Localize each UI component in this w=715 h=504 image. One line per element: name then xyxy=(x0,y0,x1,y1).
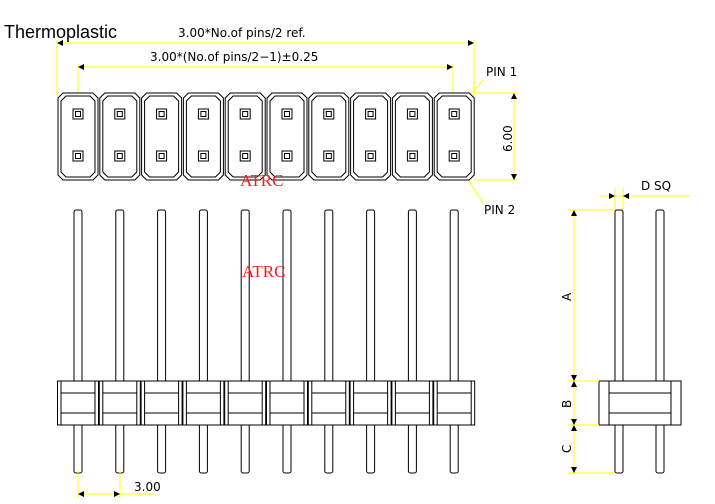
housing-body xyxy=(391,380,434,426)
housing-inner xyxy=(144,95,180,178)
front-housing-segment xyxy=(140,380,183,426)
pin1-label: PIN 1 xyxy=(486,65,517,79)
pin-square-inner xyxy=(116,111,123,117)
front-housing-segment xyxy=(182,380,225,426)
front-pin xyxy=(449,209,459,474)
front-housing-segment xyxy=(349,380,392,426)
pin-square-inner xyxy=(158,111,165,117)
side-a-label: A xyxy=(560,292,574,301)
side-d-label: D SQ xyxy=(641,179,671,193)
housing-inner xyxy=(185,95,221,178)
housing-body xyxy=(98,380,141,426)
front-pin xyxy=(240,209,250,474)
top-housing-segment xyxy=(266,92,308,181)
side-pin-left xyxy=(614,209,624,474)
pin-square-inner xyxy=(325,111,332,117)
housing-inner xyxy=(102,95,138,178)
top-housing-segment xyxy=(57,92,99,181)
side-pin-right xyxy=(655,209,665,474)
front-pin xyxy=(73,209,83,474)
side-view xyxy=(598,209,682,474)
top-housing-segment xyxy=(350,92,392,181)
housing-inner xyxy=(311,95,347,178)
front-housing-segment xyxy=(98,380,141,426)
pin-square-inner xyxy=(242,153,249,159)
pin-square-inner xyxy=(409,153,416,159)
pin-square-inner xyxy=(325,153,332,159)
housing-body xyxy=(182,380,225,426)
front-pin xyxy=(115,209,125,474)
front-pitch-label: 3.00 xyxy=(134,480,161,494)
housing-body xyxy=(140,380,183,426)
front-pitch-arrowheads xyxy=(78,491,120,497)
pin-square-inner xyxy=(409,111,416,117)
housing-body xyxy=(307,380,350,426)
top-housing-segment xyxy=(99,92,141,181)
side-arrowheads xyxy=(571,193,629,473)
housing-inner xyxy=(60,95,96,178)
housing-inner xyxy=(353,95,389,178)
top-housing-segment xyxy=(433,92,475,181)
pin-square-inner xyxy=(158,153,165,159)
top-housing-segment xyxy=(308,92,350,181)
pin2-label: PIN 2 xyxy=(484,203,515,217)
height-label: 6.00 xyxy=(501,125,515,152)
pin-square-inner xyxy=(242,111,249,117)
pin-square-inner xyxy=(451,111,458,117)
top-view xyxy=(57,92,475,181)
top-view-arrowheads xyxy=(57,40,517,180)
top-housing-segment xyxy=(391,92,433,181)
pin-square-inner xyxy=(367,153,374,159)
front-housing-segment xyxy=(391,380,434,426)
front-housing-segment xyxy=(433,380,476,426)
front-housing-segment xyxy=(307,380,350,426)
side-c-label: C xyxy=(560,445,574,453)
housing-body xyxy=(349,380,392,426)
housing-body xyxy=(433,380,476,426)
pitch-total-label: 3.00*(No.of pins/2−1)±0.25 xyxy=(150,50,318,64)
housing-inner xyxy=(394,95,430,178)
housing-inner xyxy=(436,95,472,178)
front-pin xyxy=(407,209,417,474)
pin-square-inner xyxy=(284,153,290,159)
top-housing-segment xyxy=(182,92,224,181)
top-housing-segment xyxy=(224,92,266,181)
front-housing-segment xyxy=(224,380,267,426)
front-view xyxy=(57,209,476,474)
watermark-front: ATRC xyxy=(242,262,285,281)
side-housing xyxy=(598,380,682,426)
watermark-top: ATRC xyxy=(240,171,283,190)
housing-body xyxy=(266,380,308,426)
front-pin xyxy=(282,209,292,474)
pin-square-inner xyxy=(200,153,207,159)
pin-square-inner xyxy=(75,111,81,117)
side-b-label: B xyxy=(560,400,574,408)
top-housing-segment xyxy=(141,92,183,181)
material-title: Thermoplastic xyxy=(4,22,117,42)
pin-square-inner xyxy=(451,153,458,159)
housing-body xyxy=(57,380,99,426)
pin-square-inner xyxy=(284,111,290,117)
pin-square-inner xyxy=(75,153,81,159)
front-housing-segment xyxy=(266,380,308,426)
front-pin xyxy=(198,209,208,474)
pin-square-inner xyxy=(116,153,123,159)
front-pin xyxy=(324,209,334,474)
pin-square-inner xyxy=(200,111,207,117)
front-housing-segment xyxy=(57,380,99,426)
housing-inner xyxy=(227,95,263,178)
overall-length-label: 3.00*No.of pins/2 ref. xyxy=(178,26,306,40)
pin-square-inner xyxy=(367,111,374,117)
front-pin xyxy=(366,209,376,474)
housing-inner xyxy=(269,95,305,178)
front-pin xyxy=(157,209,167,474)
housing-body xyxy=(224,380,267,426)
